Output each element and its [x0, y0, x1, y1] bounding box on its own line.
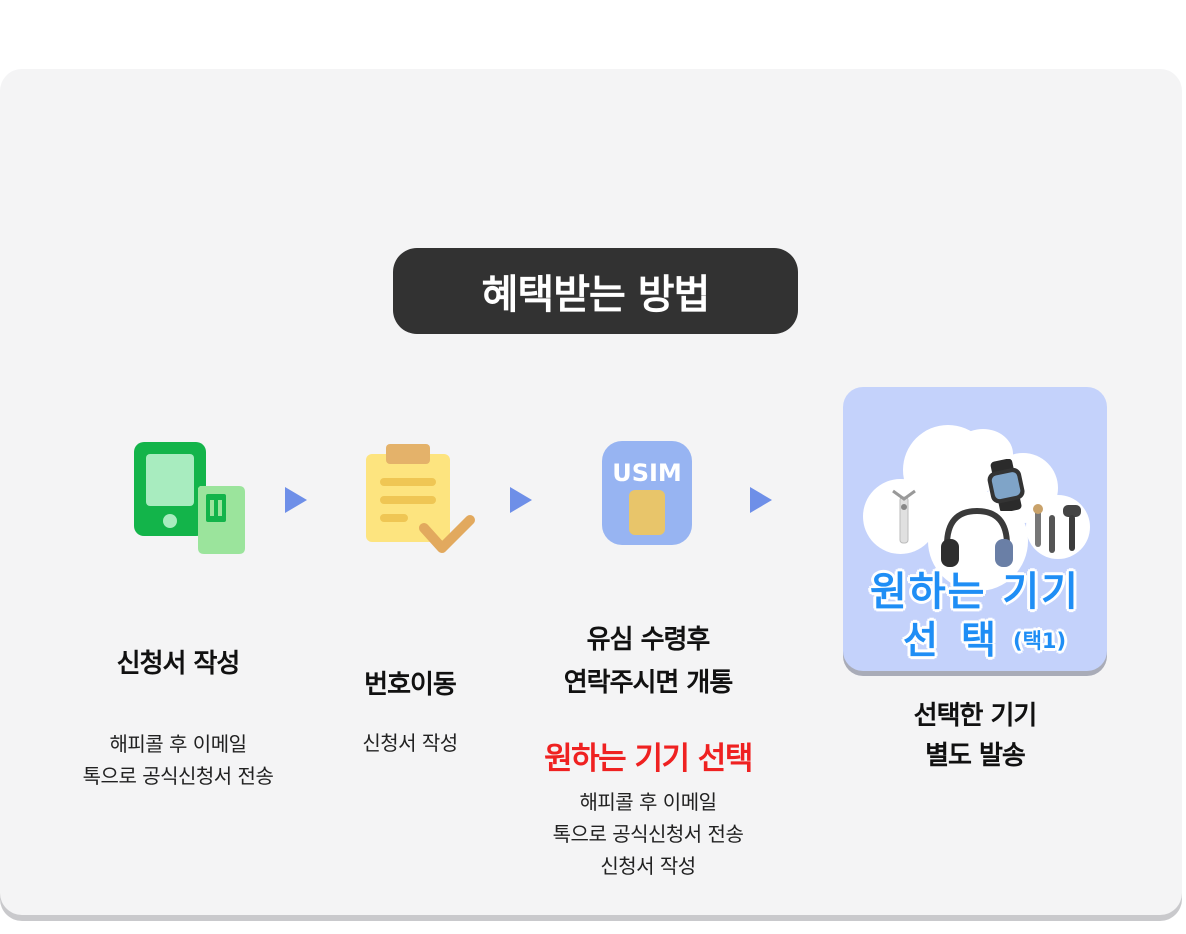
usim-card-icon: USIM: [602, 441, 692, 545]
clipboard-check-icon: [366, 444, 475, 553]
device-select-box: 원하는 기기 선 택 (택1): [843, 387, 1107, 671]
step1-desc-line2: 톡으로 공식신청서 전송: [82, 764, 274, 788]
step1-title: 신청서 작성: [116, 649, 241, 679]
next-arrow-3-icon: [750, 487, 772, 513]
vacuum-icon: [892, 489, 916, 544]
device-box-line2b: 택: [961, 618, 996, 662]
step2-desc-line1: 신청서 작성: [362, 731, 458, 755]
step2-title: 번호이동: [364, 670, 457, 700]
next-arrow-2-icon: [510, 487, 532, 513]
device-box-line2a: 선: [903, 618, 938, 662]
device-box-line1: 원하는 기기: [870, 569, 1080, 615]
step3-title-line2: 연락주시면 개통: [563, 668, 734, 698]
step3-desc-line1: 해피콜 후 이메일: [579, 790, 717, 814]
smartwatch-icon: [987, 459, 1025, 511]
header-pill: 혜택받는 방법: [393, 248, 798, 334]
page-title: 혜택받는 방법: [481, 272, 711, 318]
step4-title-line2: 별도 발송: [925, 741, 1026, 771]
step3-desc-line3: 신청서 작성: [600, 854, 696, 878]
step1-desc-line1: 해피콜 후 이메일: [109, 732, 247, 756]
step3-desc-line2: 톡으로 공식신청서 전송: [552, 822, 744, 846]
usim-label: USIM: [612, 459, 682, 487]
sim-chip-icon: [629, 490, 665, 535]
device-box-badge: (택1): [1013, 629, 1067, 653]
phone-sim-icon: [134, 442, 245, 554]
next-arrow-1-icon: [285, 487, 307, 513]
step3-highlight: 원하는 기기 선택: [544, 741, 753, 777]
step3-title-line1: 유심 수령후: [586, 625, 711, 655]
step4-title-line1: 선택한 기기: [913, 701, 1038, 731]
headphones-icon: [941, 507, 1013, 567]
hair-dryer-icon: [1033, 504, 1081, 553]
